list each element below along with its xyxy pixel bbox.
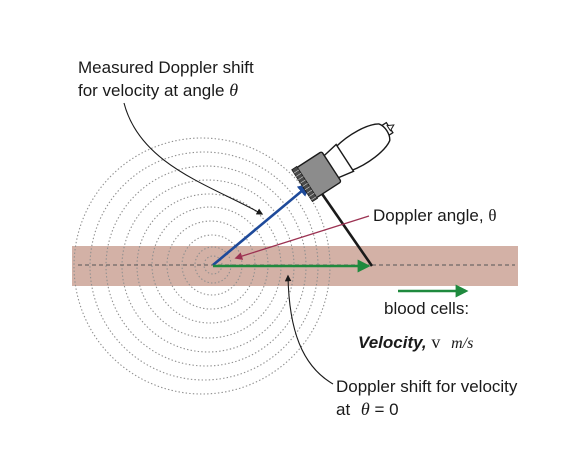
doppler-angle-pointer xyxy=(234,215,370,260)
ultrasound-probe-icon xyxy=(291,121,395,203)
measured-shift-label-line2: for velocity at angle θ xyxy=(78,79,254,102)
theta-symbol: θ xyxy=(229,80,239,100)
zero-angle-shift-line2: at θ = 0 xyxy=(336,398,517,421)
zero-angle-prefix: at xyxy=(336,400,351,419)
doppler-angle-text: Doppler angle, xyxy=(373,206,484,225)
doppler-angle-label: Doppler angle, θ xyxy=(373,204,496,227)
theta-symbol: θ xyxy=(360,399,370,419)
zero-angle-shift-line1: Doppler shift for velocity xyxy=(336,377,518,396)
zero-angle-shift-label: Doppler shift for velocity at θ = 0 xyxy=(336,375,517,421)
measured-shift-leader xyxy=(123,102,264,215)
measured-shift-label-line1: Measured Doppler shift xyxy=(78,58,254,77)
beam-velocity-vector xyxy=(212,183,311,266)
measured-shift-text: for velocity at angle xyxy=(78,81,225,100)
measured-shift-label: Measured Doppler shift for velocity at a… xyxy=(78,56,254,102)
theta-symbol: θ xyxy=(488,206,497,225)
velocity-word: Velocity, xyxy=(358,333,427,352)
velocity-label: Velocity, v m/s xyxy=(358,331,473,355)
blood-cells-label: blood cells: xyxy=(384,299,470,318)
velocity-symbol: v xyxy=(431,332,441,352)
beam-line xyxy=(316,187,374,267)
velocity-unit: m/s xyxy=(451,335,474,352)
zero-angle-suffix: = 0 xyxy=(374,400,399,419)
zero-angle-shift-leader xyxy=(284,274,334,385)
